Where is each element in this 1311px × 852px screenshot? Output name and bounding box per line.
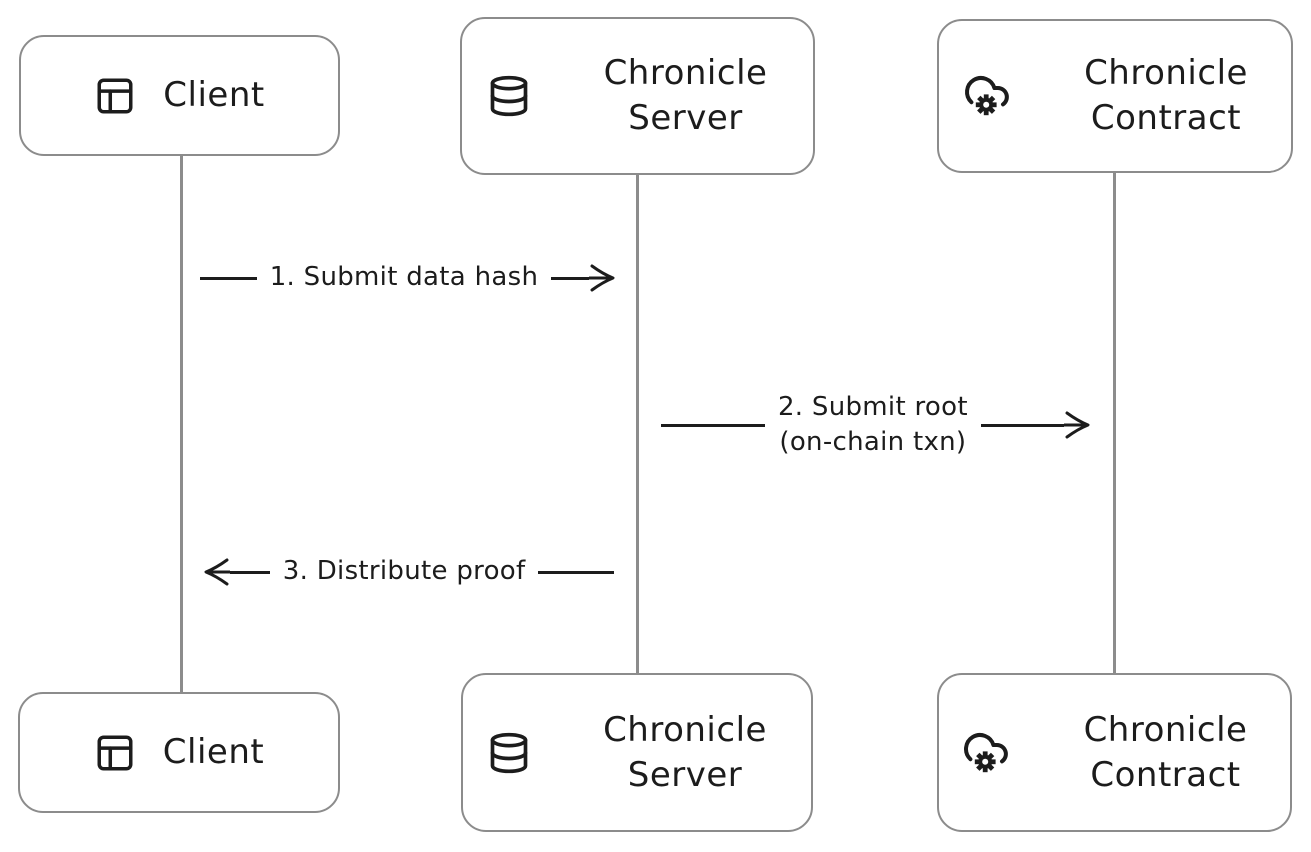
message-label: 3. Distribute proof [282, 556, 526, 587]
message-line [230, 570, 270, 574]
message-line [661, 423, 765, 427]
message-line [980, 423, 1064, 427]
message-label: 2. Submit root (on-chain txn) [765, 390, 981, 460]
actor-box-contract-top: Chronicle Contract [937, 19, 1293, 173]
cloud-cog-icon [961, 729, 1011, 777]
arrow-right-icon [1064, 411, 1090, 439]
message-label-line1: 2. Submit root [777, 391, 968, 422]
actor-label-client: Client [162, 732, 265, 773]
actor-label-contract: Chronicle Contract [1084, 53, 1248, 138]
message-line [200, 276, 257, 280]
arrow-right-icon [589, 264, 615, 292]
actor-box-client-bottom: Client [18, 692, 340, 813]
arrow-left-icon [204, 558, 230, 586]
panels-top-left-icon [94, 732, 136, 774]
lifeline-contract [1113, 172, 1116, 674]
message-1-submit-data-hash: 1. Submit data hash [200, 257, 615, 299]
cloud-cog-icon [962, 72, 1012, 120]
panels-top-left-icon [94, 75, 136, 117]
actor-box-contract-bottom: Chronicle Contract [937, 673, 1292, 832]
message-3-distribute-proof: 3. Distribute proof [204, 551, 614, 593]
actor-box-client-top: Client [19, 35, 340, 156]
actor-label-contract: Chronicle Contract [1083, 709, 1248, 795]
actor-label-server: Chronicle Server [603, 709, 767, 795]
actor-box-server-top: Chronicle Server [460, 17, 815, 175]
database-icon [487, 730, 531, 776]
message-line [538, 570, 614, 574]
message-label: 1. Submit data hash [269, 262, 539, 293]
lifeline-client [180, 155, 183, 693]
actor-label-client: Client [163, 75, 265, 116]
actor-box-server-bottom: Chronicle Server [461, 673, 813, 832]
message-label-line2: (on-chain txn) [779, 427, 967, 457]
message-line [551, 276, 589, 280]
lifeline-server [636, 174, 639, 674]
database-icon [487, 73, 531, 119]
actor-label-server: Chronicle Server [603, 53, 768, 138]
message-2-submit-root: 2. Submit root (on-chain txn) [661, 386, 1090, 464]
